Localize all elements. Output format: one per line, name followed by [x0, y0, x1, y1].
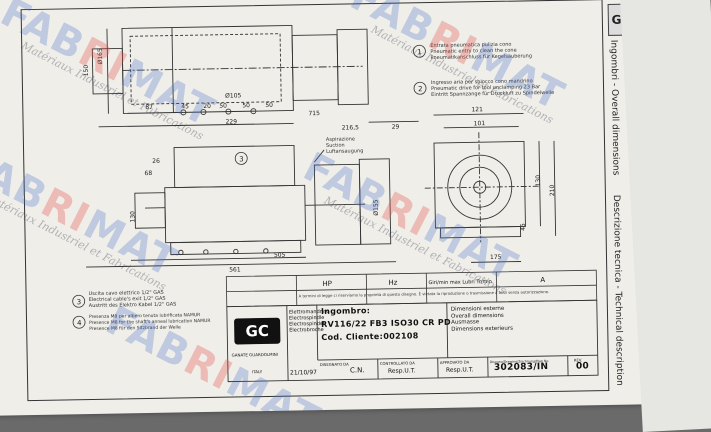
dim-45b: 45	[520, 223, 527, 231]
dimensions-descriptor: Dimensioni esterne Overall dimensions Au…	[451, 306, 513, 333]
dim-26: 26	[152, 158, 160, 165]
rev-table-hz: Hz	[388, 279, 397, 287]
ingombro-label: Ingombro:	[321, 307, 370, 316]
dim-216-5: 216,5	[342, 124, 359, 131]
dim-210: 210	[549, 185, 556, 197]
technical-description-title: Descrizione tecnica - Technical descript…	[611, 195, 624, 386]
dim-29: 29	[392, 124, 400, 131]
revision-number: 00	[576, 362, 589, 370]
company-logo: GC	[234, 318, 280, 345]
designed-by: C.N.	[350, 366, 365, 374]
note-number-3: 3	[239, 155, 244, 163]
drawing-date: 21/10/97	[290, 369, 317, 377]
dim-101: 101	[474, 120, 486, 127]
note-number-3b: 3	[77, 298, 82, 306]
rev-table-rev: A	[540, 276, 545, 284]
dim-130b: 130	[535, 175, 542, 187]
dim-68: 68	[144, 170, 152, 177]
dims-fr: Dimensions exterieurs	[451, 325, 513, 333]
rev-table-hp: HP	[322, 280, 332, 288]
designed-by-label: DISEGNATO DA	[320, 361, 349, 370]
dim-50a: 50	[219, 103, 227, 110]
dim-229: 229	[226, 118, 238, 125]
dim-561: 561	[229, 266, 241, 273]
dim-50c: 50	[265, 102, 273, 109]
dim-505: 505	[274, 252, 286, 259]
client-code: 002108	[383, 332, 418, 341]
drawing-number: 302083/IN	[494, 363, 549, 372]
note-number-2: 2	[418, 85, 423, 93]
dim-50b: 50	[242, 102, 250, 109]
dim-121: 121	[471, 106, 483, 113]
drawing-sheet: 150 Ø165 87 45 20 50 50 50 229 Ø105 715 …	[0, 0, 657, 416]
note-number-4: 4	[77, 319, 82, 327]
dim-105: Ø105	[225, 92, 241, 99]
checked-by: Resp.U.T.	[388, 367, 416, 375]
overall-dimensions-title: Ingombri - Overall dimensions	[608, 40, 620, 176]
dim-715: 715	[308, 110, 320, 117]
client-code-label: Cod. Cliente:	[321, 333, 383, 342]
approved-by: Resp.U.T.	[446, 366, 474, 374]
